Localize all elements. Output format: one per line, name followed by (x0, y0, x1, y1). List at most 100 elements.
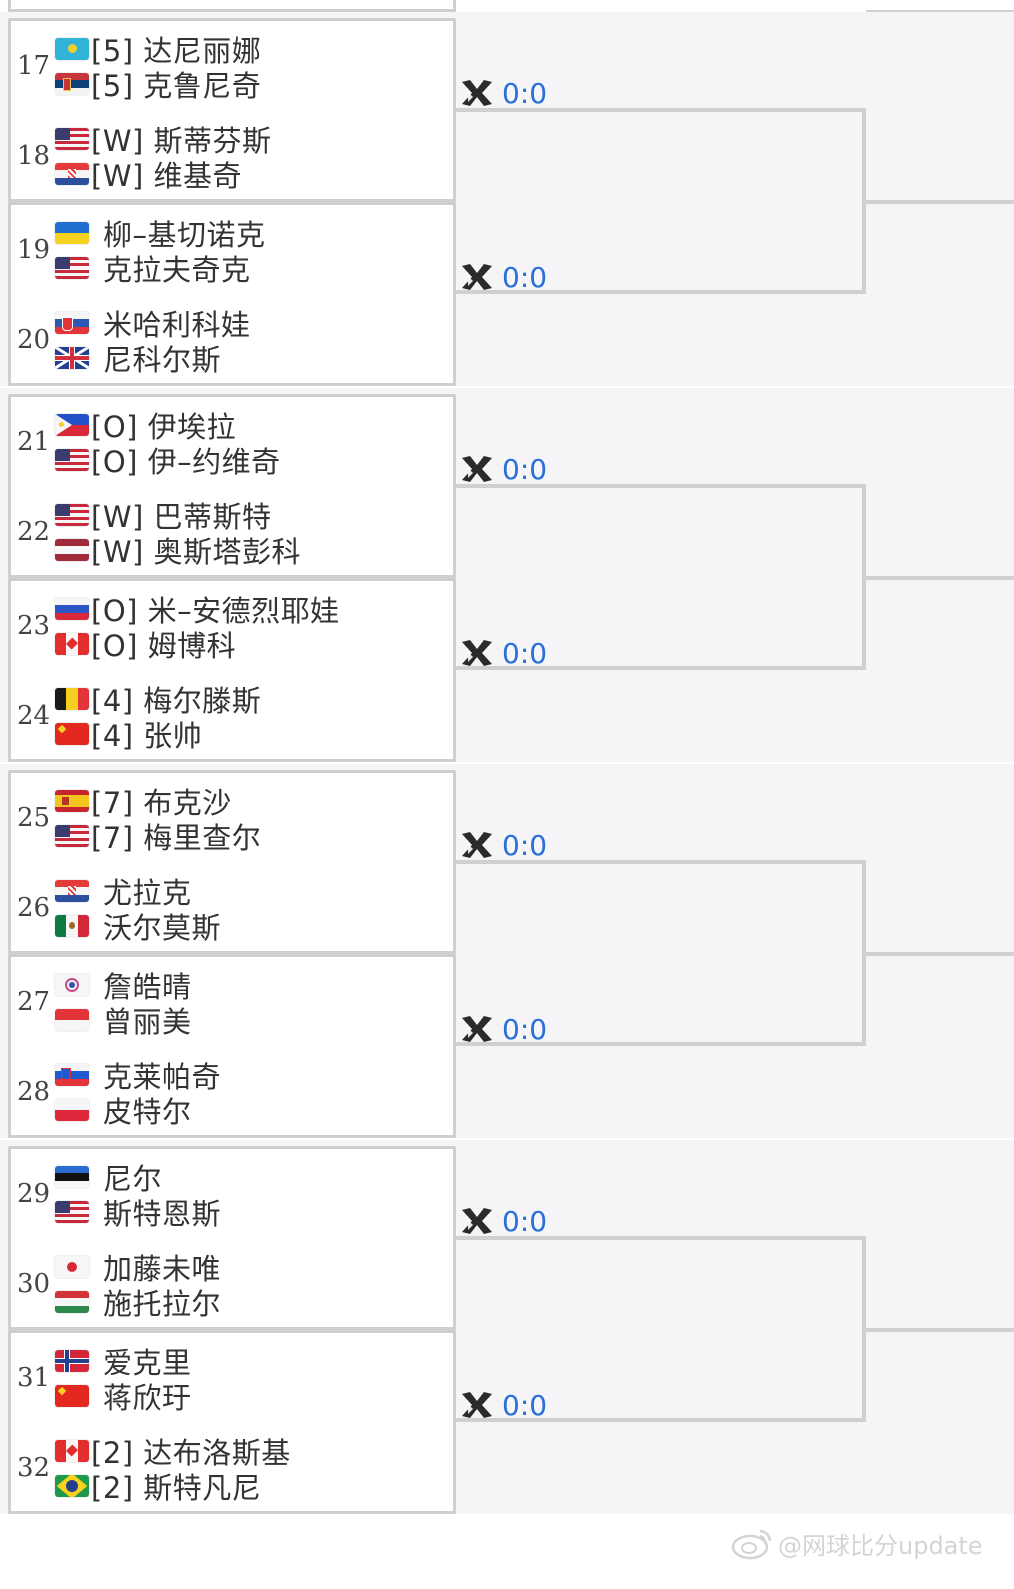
player-row[interactable]: 斯特恩斯 (55, 1194, 221, 1231)
match-score[interactable]: 0:0 (460, 828, 547, 862)
player-row[interactable]: [5] 达尼丽娜 (55, 31, 261, 68)
player-row[interactable]: 尤拉克 (55, 873, 192, 910)
match-score[interactable]: 0:0 (460, 452, 547, 486)
player-row[interactable]: [O] 伊埃拉 (55, 407, 237, 444)
player-name: [W] 维基奇 (91, 159, 243, 193)
racket-cross-icon (462, 456, 492, 482)
player-row[interactable]: 尼尔 (55, 1159, 163, 1196)
player-name: [4] 梅尔滕斯 (91, 684, 262, 718)
match-cell[interactable]: 21 [O] 伊埃拉[O] 伊–约维奇 22[W] 巴蒂斯特[W] 奥斯塔彭科 (8, 394, 456, 578)
racket-cross-icon (462, 264, 492, 290)
player-row[interactable]: [4] 梅尔滕斯 (55, 681, 262, 718)
player-row[interactable]: [O] 米–安德烈耶娃 (55, 591, 340, 628)
player-row[interactable]: 曾丽美 (55, 1002, 192, 1039)
previous-slot-edge (8, 0, 456, 12)
player-name: [O] 伊埃拉 (91, 410, 237, 444)
player-row[interactable]: [7] 布克沙 (55, 783, 232, 820)
player-name: 柳–基切诺克 (103, 218, 266, 252)
player-row[interactable]: [7] 梅里查尔 (55, 818, 261, 855)
draw-slot[interactable]: 22[W] 巴蒂斯特[W] 奥斯塔彭科 (11, 487, 453, 579)
usa-flag-icon (55, 1201, 89, 1223)
score-value: 0:0 (502, 76, 548, 110)
est-flag-icon (55, 1166, 89, 1188)
player-row[interactable]: 克莱帕奇 (55, 1057, 221, 1094)
lat-flag-icon (55, 539, 89, 561)
match-score[interactable]: 0:0 (460, 260, 547, 294)
draw-slot[interactable]: 18[W] 斯蒂芬斯[W] 维基奇 (11, 111, 453, 203)
connector-line (866, 200, 1014, 204)
racket-cross-icon (462, 1392, 492, 1418)
svk-flag-icon (55, 312, 89, 334)
match-score[interactable]: 0:0 (460, 1388, 547, 1422)
match-score[interactable]: 0:0 (460, 1012, 547, 1046)
player-row[interactable]: [5] 克鲁尼奇 (55, 66, 261, 103)
player-row[interactable]: [W] 斯蒂芬斯 (55, 121, 272, 158)
player-row[interactable]: [2] 斯特凡尼 (55, 1468, 261, 1505)
player-name: [4] 张帅 (91, 719, 203, 753)
player-row[interactable]: 柳–基切诺克 (55, 215, 266, 252)
bracket-connector (456, 108, 866, 294)
player-name: 加藤未唯 (103, 1252, 222, 1286)
player-row[interactable]: [4] 张帅 (55, 716, 203, 753)
player-row[interactable]: [2] 达布洛斯基 (55, 1433, 291, 1470)
player-row[interactable]: [W] 巴蒂斯特 (55, 497, 272, 534)
match-score[interactable]: 0:0 (460, 636, 547, 670)
draw-position-number: 25 (17, 803, 51, 833)
player-row[interactable]: [W] 维基奇 (55, 156, 243, 193)
draw-position-number: 27 (17, 987, 51, 1017)
bracket-connector (456, 860, 866, 1046)
draw-slot[interactable]: 29 尼尔斯特恩斯 (11, 1149, 453, 1241)
player-name: 沃尔莫斯 (103, 911, 222, 945)
connector-line (866, 576, 1014, 580)
draw-slot[interactable]: 24[4] 梅尔滕斯[4] 张帅 (11, 671, 453, 763)
phi-flag-icon (55, 414, 89, 436)
player-name: 蒋欣玗 (103, 1381, 192, 1415)
player-row[interactable]: [O] 伊–约维奇 (55, 442, 281, 479)
player-row[interactable]: 皮特尔 (55, 1092, 192, 1129)
chn-flag-icon (55, 723, 89, 745)
draw-slot[interactable]: 23[O] 米–安德烈耶娃[O] 姆博科 (11, 581, 453, 673)
player-row[interactable]: 詹皓晴 (55, 967, 192, 1004)
draw-slot[interactable]: 21 [O] 伊埃拉[O] 伊–约维奇 (11, 397, 453, 489)
player-row[interactable]: 蒋欣玗 (55, 1378, 192, 1415)
player-row[interactable]: 加藤未唯 (55, 1249, 222, 1286)
draw-position-number: 21 (17, 427, 51, 457)
player-row[interactable]: 施托拉尔 (55, 1284, 222, 1321)
player-row[interactable]: 沃尔莫斯 (55, 908, 222, 945)
bracket-connector (456, 1236, 866, 1422)
draw-slot[interactable]: 17[5] 达尼丽娜[5] 克鲁尼奇 (11, 21, 453, 113)
draw-slot[interactable]: 32[2] 达布洛斯基[2] 斯特凡尼 (11, 1423, 453, 1515)
player-row[interactable]: 爱克里 (55, 1343, 192, 1380)
player-name: 施托拉尔 (103, 1287, 222, 1321)
player-row[interactable]: 克拉夫奇克 (55, 250, 251, 287)
player-row[interactable]: [O] 姆博科 (55, 626, 236, 663)
nor-flag-icon (55, 1350, 89, 1372)
player-name: 尼尔 (103, 1162, 163, 1196)
match-score[interactable]: 0:0 (460, 1204, 547, 1238)
connector-line (866, 1328, 1014, 1332)
score-value: 0:0 (502, 828, 548, 862)
draw-position-number: 29 (17, 1179, 51, 1209)
player-row[interactable]: [W] 奥斯塔彭科 (55, 532, 301, 569)
player-row[interactable]: 米哈利科娃 (55, 305, 251, 342)
match-score[interactable]: 0:0 (460, 76, 547, 110)
usa-flag-icon (55, 449, 89, 471)
draw-slot[interactable]: 25[7] 布克沙[7] 梅里查尔 (11, 773, 453, 865)
gbr-flag-icon (55, 347, 89, 369)
watermark-text: @网球比分update (778, 1532, 983, 1560)
player-row[interactable]: 尼科尔斯 (55, 340, 221, 377)
